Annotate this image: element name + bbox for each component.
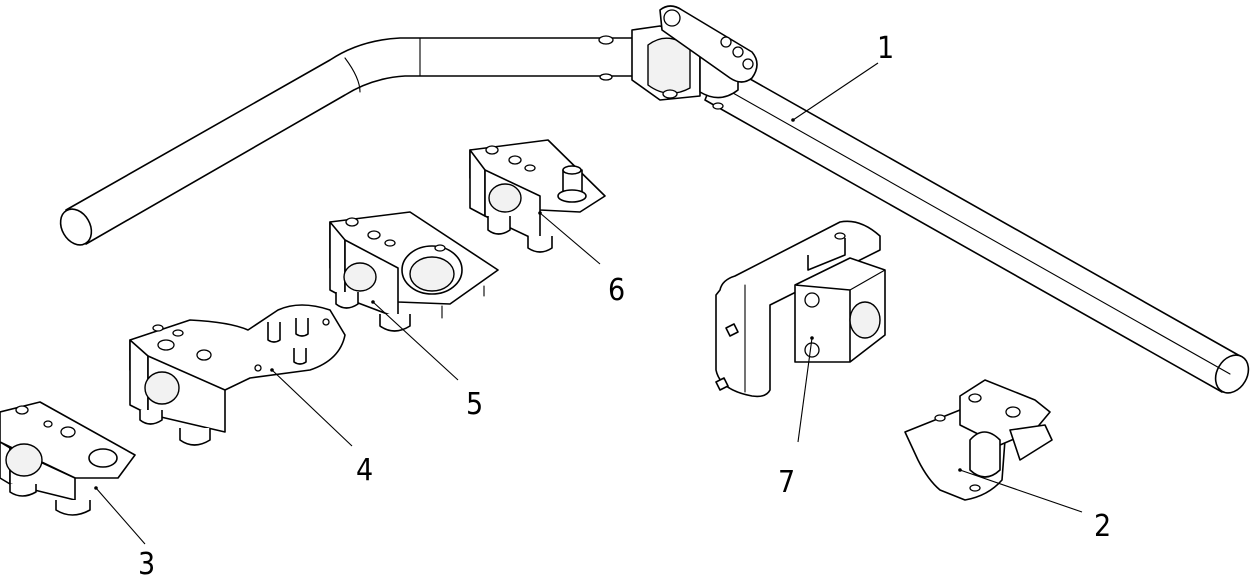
part-3-small-clamp [0,401,136,516]
part-1-handlebar-tube [59,5,1250,394]
part-2-hinge-clip [904,379,1053,501]
callout-1: 1 [877,31,894,66]
callout-5: 5 [466,387,483,422]
callout-6: 6 [608,273,625,308]
leader-5 [372,301,459,381]
leader-4 [271,369,353,447]
leader-1 [792,62,879,121]
leader-6 [539,212,601,265]
part-4-clamp-with-offset-plate [129,304,346,446]
leader-7 [797,337,813,443]
leader-3 [95,487,146,545]
callout-3: 3 [138,547,155,582]
callout-2: 2 [1094,509,1111,544]
part-7-l-bracket [715,220,886,398]
part-5-clamp-with-cup [329,211,499,332]
part-6-clamp-with-pin [469,139,606,253]
callout-4: 4 [356,453,373,488]
leader-2 [959,469,1083,513]
callout-7: 7 [778,465,795,500]
